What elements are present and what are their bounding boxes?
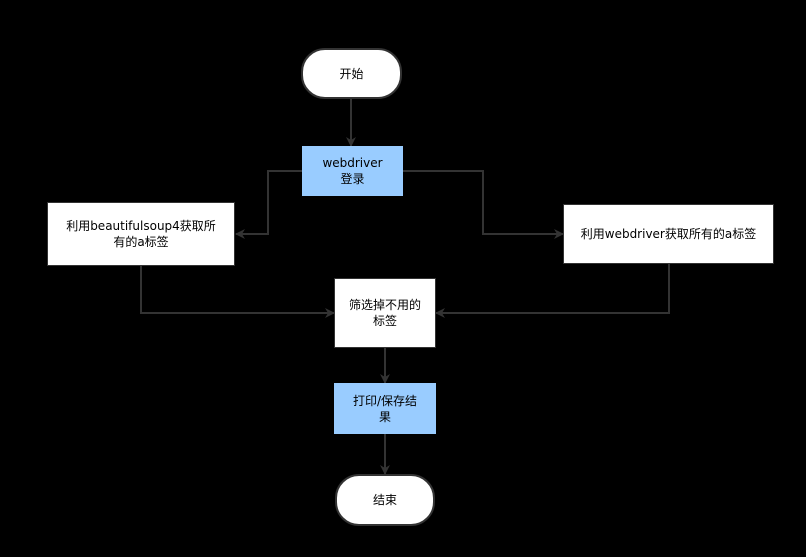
node-end: 结束 bbox=[335, 474, 435, 526]
edge-login-to-wd bbox=[403, 170, 564, 239]
node-bs4-label: 利用beautifulsoup4获取所 有的a标签 bbox=[66, 218, 216, 250]
node-print: 打印/保存结 果 bbox=[334, 383, 436, 434]
node-bs4: 利用beautifulsoup4获取所 有的a标签 bbox=[47, 202, 235, 266]
node-wd: 利用webdriver获取所有的a标签 bbox=[563, 204, 774, 264]
node-print-line-2: 果 bbox=[378, 409, 391, 424]
node-start: 开始 bbox=[301, 48, 402, 99]
node-login-line-1: webdriver bbox=[322, 156, 383, 170]
node-wd-label: 利用webdriver获取所有的a标签 bbox=[580, 227, 757, 241]
edge-bs4-to-filter bbox=[140, 266, 335, 318]
node-print-line-1: 打印/保存结 bbox=[352, 393, 418, 408]
node-login-line-2: 登录 bbox=[340, 172, 365, 186]
node-end-label: 结束 bbox=[372, 493, 397, 507]
node-filter-line-1: 筛选掉不用的 bbox=[348, 298, 421, 312]
node-login-label: webdriver 登录 bbox=[322, 155, 382, 187]
edge-wd-to-filter bbox=[435, 263, 670, 318]
node-bs4-line-2: 有的a标签 bbox=[113, 235, 169, 249]
edge-login-to-bs4 bbox=[235, 170, 303, 239]
node-bs4-line-1: 利用beautifulsoup4获取所 bbox=[66, 219, 216, 233]
node-start-label: 开始 bbox=[339, 66, 364, 81]
node-filter: 筛选掉不用的 标签 bbox=[334, 278, 436, 348]
node-login: webdriver 登录 bbox=[302, 146, 403, 196]
node-filter-line-2: 标签 bbox=[372, 314, 397, 328]
node-print-label: 打印/保存结 果 bbox=[353, 393, 417, 425]
node-filter-label: 筛选掉不用的 标签 bbox=[349, 297, 421, 329]
